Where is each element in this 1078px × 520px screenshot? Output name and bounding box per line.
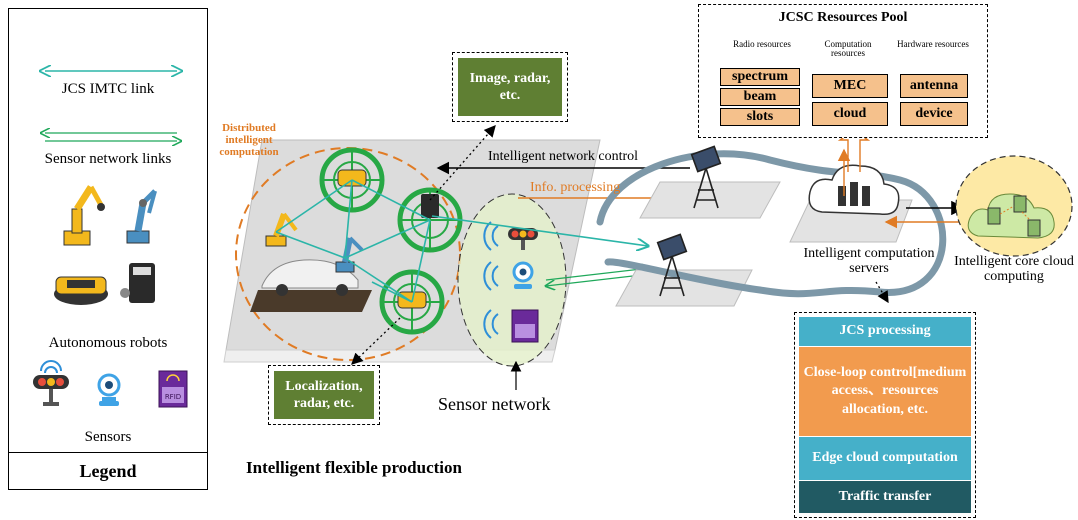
image-box-pointer xyxy=(429,125,496,201)
antenna-tower-icon xyxy=(690,145,722,209)
legend-panel: RFID JCS IMTC link Sensor network links … xyxy=(8,8,208,490)
distributed-computation-label: Distributed intelligent computation xyxy=(219,122,279,159)
robot-arm-icon xyxy=(63,185,105,246)
traffic-transfer: Traffic transfer xyxy=(799,481,971,513)
legend-jcs-link-label: JCS IMTC link xyxy=(61,81,155,97)
jcs-mesh-links xyxy=(275,179,431,303)
image-box: Image, radar, etc. xyxy=(452,52,568,122)
resource-beam: beam xyxy=(720,88,800,106)
camera-sensor-icon xyxy=(512,261,534,289)
jcs-uplink xyxy=(431,215,648,246)
servers-label: Intelligent computation servers xyxy=(803,246,935,277)
radio-header: Radio resources xyxy=(733,39,791,49)
traffic-light-sensor-icon xyxy=(508,228,538,250)
backhaul-network-tube xyxy=(596,150,947,298)
resource-antenna: antenna xyxy=(900,74,968,98)
localization-box-label: Localization, radar, etc. xyxy=(274,371,374,419)
hardware-header: Hardware resources xyxy=(897,39,969,49)
traffic-light-sensor-icon xyxy=(33,360,69,406)
antenna-tower-icon xyxy=(656,233,688,297)
legend-sensor-links-label: Sensor network links xyxy=(44,151,172,167)
resource-spectrum: spectrum xyxy=(720,68,800,86)
conveyor-car-icon xyxy=(250,259,372,312)
network-control-label: Intelligent network control xyxy=(488,149,639,164)
resource-device: device xyxy=(900,102,968,126)
agv-robot-icon xyxy=(54,276,108,305)
sensor-uplink xyxy=(545,268,650,281)
pool-title: JCSC Resources Pool xyxy=(778,10,908,25)
legend-robots-label: Autonomous robots xyxy=(48,335,168,351)
legend-title: Legend xyxy=(9,452,207,489)
camera-sensor-icon xyxy=(97,373,121,406)
service-robot-icon xyxy=(120,263,155,303)
resource-mec: MEC xyxy=(812,74,888,98)
edge-cloud-computation: Edge cloud computation xyxy=(799,437,971,481)
production-caption: Intelligent flexible production xyxy=(246,458,462,477)
sensor-network-label: Sensor network xyxy=(438,394,551,414)
rfid-tag-icon xyxy=(511,309,539,343)
localization-box: Localization, radar, etc. xyxy=(268,365,380,425)
core-cloud-label: Intelligent core cloud computing xyxy=(954,254,1074,285)
image-box-label: Image, radar, etc. xyxy=(458,58,562,116)
processing-stack: JCS processing Close-loop control[medium… xyxy=(794,312,976,518)
resource-slots: slots xyxy=(720,108,800,126)
processing-pointer xyxy=(875,281,889,304)
robot-arm-icon xyxy=(126,189,157,244)
base-station-platform xyxy=(615,269,753,307)
rfid-tag-icon: RFID xyxy=(158,370,188,408)
info-processing-label: Info. processing xyxy=(530,180,621,195)
jcs-processing: JCS processing xyxy=(799,317,971,347)
resource-cloud: cloud xyxy=(812,102,888,126)
legend-graphics: RFID xyxy=(33,9,188,408)
localization-box-pointer xyxy=(351,317,401,365)
core-cloud-icon xyxy=(967,193,1055,239)
legend-sensors-label: Sensors xyxy=(84,429,132,445)
rfid-label: RFID xyxy=(165,393,181,401)
computation-header: Computation resources xyxy=(824,39,872,59)
close-loop-control: Close-loop control[medium access、resourc… xyxy=(799,347,971,437)
robot-cell-ring xyxy=(319,147,385,213)
